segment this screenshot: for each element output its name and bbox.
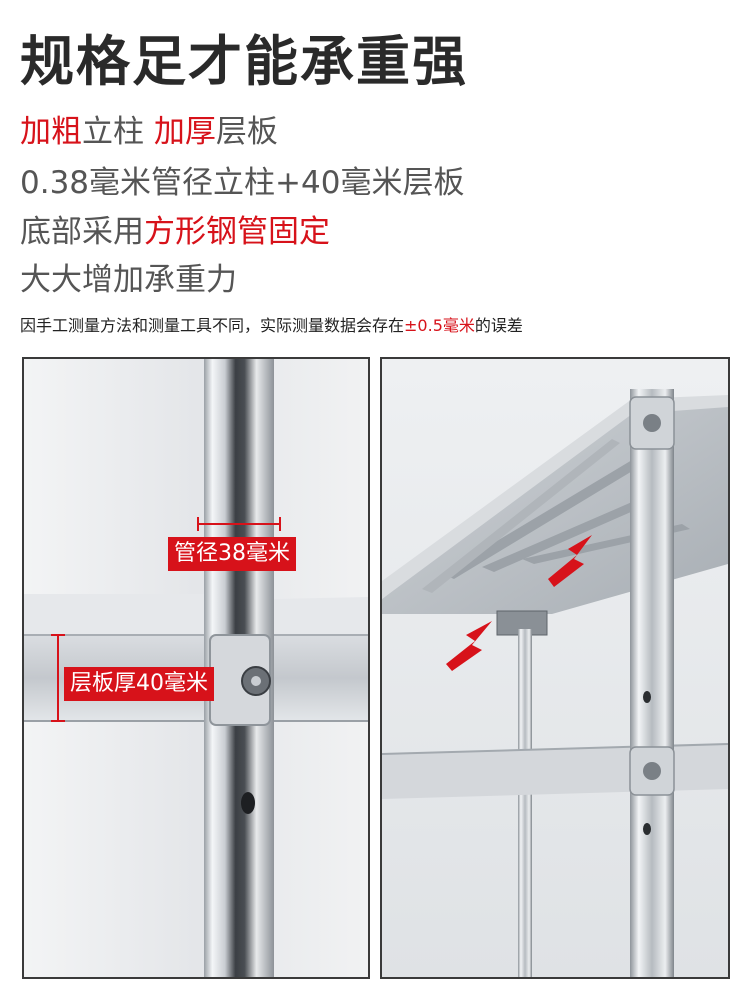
headline: 规格足才能承重强: [20, 30, 468, 93]
shelf-underside-illustration: [382, 359, 728, 977]
feature-3-text-a: 底部采用: [20, 214, 144, 250]
note-tolerance: ±0.5毫米: [404, 316, 475, 335]
note-text-c: 的误差: [474, 316, 523, 335]
feature-1-text-d: 层板: [215, 114, 278, 150]
arrow-bottom-left-icon: [446, 621, 492, 671]
feature-line-2: 0.38毫米管径立柱+40毫米层板: [20, 165, 465, 201]
feature-1-accent-a: 加粗: [20, 114, 82, 150]
feature-1-accent-c: 加厚: [153, 114, 216, 150]
feature-1-text-b: 立柱: [82, 114, 144, 150]
measurement-note: 因手工测量方法和测量工具不同，实际测量数据会存在±0.5毫米的误差: [20, 315, 523, 337]
feature-line-1: 加粗立柱 加厚层板: [20, 112, 278, 152]
arrow-top-right-icon: [548, 535, 592, 587]
pipe-closeup-photo: 管径38毫米 层板厚40毫米: [22, 357, 370, 979]
shelf-thickness-label: 层板厚40毫米: [64, 667, 214, 701]
feature-line-4: 大大增加承重力: [20, 262, 237, 298]
shelf-underside-photo: [380, 357, 730, 979]
note-text-a: 因手工测量方法和测量工具不同，实际测量数据会存在: [20, 316, 405, 335]
feature-3-accent-b: 方形钢管固定: [144, 214, 330, 250]
pipe-closeup-illustration: [24, 359, 368, 977]
pipe-diameter-label: 管径38毫米: [168, 537, 296, 571]
feature-line-3: 底部采用方形钢管固定: [20, 212, 330, 252]
